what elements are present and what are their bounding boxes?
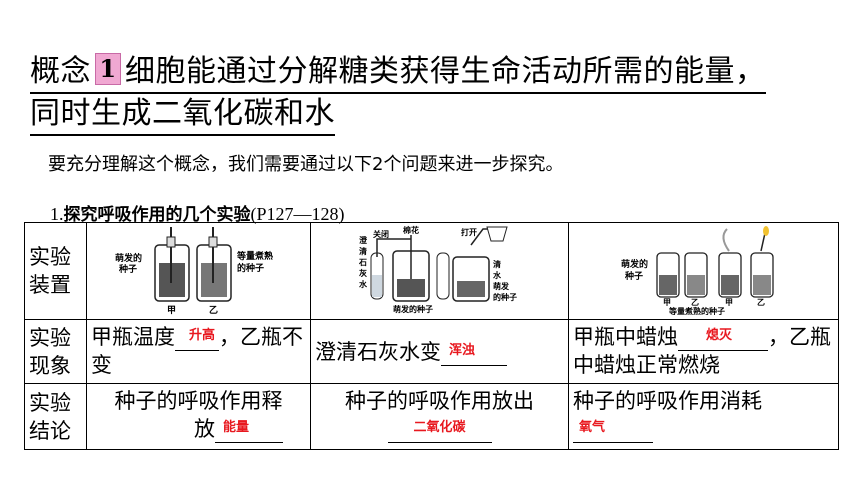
svg-text:种子: 种子 <box>118 263 137 275</box>
section-page-ref: (P127—128) <box>250 204 345 224</box>
answer-blank[interactable]: 浑浊 <box>441 341 507 366</box>
answer-text: 能量 <box>223 420 250 435</box>
section-title: 1.探究呼吸作用的几个实验(P127—128) <box>50 200 345 225</box>
answer-blank[interactable]: 熄灭 <box>678 326 768 351</box>
svg-text:棉花: 棉花 <box>403 225 419 235</box>
test-tube-limewater <box>370 252 384 300</box>
svg-text:乙: 乙 <box>209 305 218 315</box>
svg-text:萌发: 萌发 <box>493 281 510 291</box>
phenomenon-cell-1: 甲瓶温度升高，乙瓶不变 <box>86 319 311 384</box>
seed-jar-left <box>376 235 430 302</box>
jar-b-candle <box>750 226 774 298</box>
svg-text:甲: 甲 <box>725 298 733 307</box>
svg-text:等量煮熟的种子: 等量煮熟的种子 <box>668 306 725 315</box>
apparatus-cell-3: 萌发的 种子 <box>568 222 839 320</box>
svg-text:澄: 澄 <box>359 235 368 245</box>
thermos-jar-b <box>196 227 232 302</box>
table-row: 实验结论 种子的呼吸作用释 放能量 种子的呼吸作用放出 二氧化碳 种子的呼吸作用… <box>24 383 839 450</box>
phenomenon-cell-3: 甲瓶中蜡烛熄灭，乙瓶中蜡烛正常燃烧 <box>568 319 839 384</box>
answer-text: 熄灭 <box>706 328 733 343</box>
apparatus-cell-1: 萌发的 种子 等量煮熟 的种子 甲 乙 <box>86 222 311 320</box>
heading-text-1: 细胞能通过分解糖类获得生命活动所需的能量， <box>125 54 766 89</box>
svg-text:的种子: 的种子 <box>493 292 517 302</box>
answer-blank[interactable]: 升高 <box>175 326 219 351</box>
svg-text:清: 清 <box>359 246 367 256</box>
heading-prefix: 概念 <box>30 54 91 89</box>
svg-text:水: 水 <box>358 279 368 289</box>
table-row: 实验装置 萌发的 种子 等量煮熟 的种子 甲 <box>24 222 839 320</box>
answer-blank[interactable]: 能量 <box>215 418 283 443</box>
apparatus-cell-2: 澄 清 石 灰 水 关闭 棉花 打开 清 水 萌发 的种子 <box>310 222 569 320</box>
svg-text:关闭: 关闭 <box>373 229 389 239</box>
limewater-apparatus-diagram: 澄 清 石 灰 水 关闭 棉花 打开 清 水 萌发 的种子 <box>358 225 517 314</box>
svg-text:水: 水 <box>492 270 502 280</box>
label-sprouting-seeds: 萌发的 <box>115 252 142 264</box>
svg-text:萌发的种子: 萌发的种子 <box>393 304 433 314</box>
section-number: 1. <box>50 204 64 224</box>
concept-number-badge: 1 <box>95 53 121 85</box>
row-header-phenomenon: 实验现象 <box>24 319 87 384</box>
answer-text: 浑浊 <box>449 342 476 358</box>
thermos-jar-a <box>154 227 190 302</box>
row-header-apparatus: 实验装置 <box>24 222 87 320</box>
experiment-table: 实验装置 萌发的 种子 等量煮熟 的种子 甲 <box>24 222 839 450</box>
svg-text:打开: 打开 <box>461 227 477 237</box>
answer-text: 升高 <box>189 328 216 343</box>
table-row: 实验现象 甲瓶温度升高，乙瓶不变 澄清石灰水变浑浊 甲瓶中蜡烛熄灭，乙瓶中蜡烛正… <box>24 319 839 384</box>
heading-line-2: 同时生成二氧化碳和水 <box>30 94 335 136</box>
svg-text:乙: 乙 <box>757 298 765 307</box>
intro-text: 要充分理解这个概念，我们需要通过以下2个问题来进一步探究。 <box>48 154 564 175</box>
svg-text:的种子: 的种子 <box>237 262 264 274</box>
conclusion-cell-2: 种子的呼吸作用放出 二氧化碳 <box>310 383 569 450</box>
svg-text:甲: 甲 <box>663 298 671 307</box>
section-title-text: 探究呼吸作用的几个实验 <box>63 205 251 225</box>
conclusion-cell-3: 种子的呼吸作用消耗 氧气 <box>568 383 839 450</box>
svg-text:乙: 乙 <box>691 298 699 307</box>
conclusion-cell-1: 种子的呼吸作用释 放能量 <box>86 383 311 450</box>
svg-text:种子: 种子 <box>624 270 643 282</box>
answer-text: 二氧化碳 <box>413 420 466 435</box>
thermos-apparatus-diagram: 萌发的 种子 等量煮熟 的种子 甲 乙 <box>115 227 273 316</box>
svg-text:石: 石 <box>358 258 367 267</box>
answer-blank[interactable]: 氧气 <box>573 418 653 443</box>
test-tube-right <box>436 252 450 300</box>
jar-a-candle <box>718 228 742 298</box>
answer-blank[interactable]: 二氧化碳 <box>387 418 492 443</box>
seed-jar-right <box>452 226 508 302</box>
answer-text: 氧气 <box>579 420 606 435</box>
phenomenon-cell-2: 澄清石灰水变浑浊 <box>310 319 569 384</box>
svg-text:清: 清 <box>493 259 501 269</box>
svg-text:萌发的: 萌发的 <box>621 258 648 270</box>
jar-b-closed <box>684 252 708 298</box>
label-boiled-seeds: 等量煮熟 <box>236 250 273 262</box>
heading-text-2: 同时生成二氧化碳和水 <box>30 96 335 131</box>
row-header-conclusion: 实验结论 <box>24 383 87 450</box>
svg-text:灰: 灰 <box>359 268 367 278</box>
candle-apparatus-diagram: 萌发的 种子 <box>621 226 774 316</box>
svg-text:甲: 甲 <box>167 305 176 315</box>
jar-a-closed <box>656 252 680 298</box>
